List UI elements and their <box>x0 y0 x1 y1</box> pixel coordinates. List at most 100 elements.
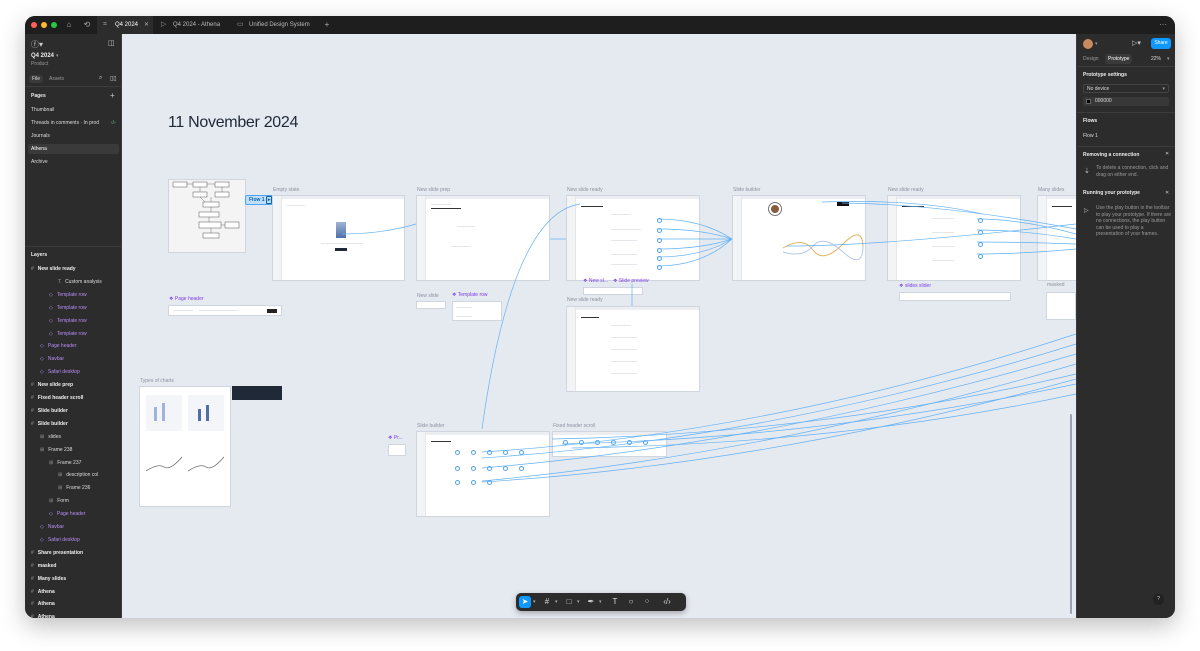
play-icon[interactable]: ▸ <box>265 196 273 204</box>
chevron-down-icon[interactable]: ▾ <box>555 599 558 605</box>
chevron-down-icon[interactable]: ▾ <box>1095 41 1098 47</box>
share-button[interactable]: Share <box>1151 38 1171 49</box>
page-header-component-label[interactable]: ❖ Page header <box>169 296 204 302</box>
close-icon[interactable]: ✕ <box>1165 190 1170 196</box>
pr-component-label[interactable]: ❖ Pr... <box>388 435 403 441</box>
close-window-button[interactable] <box>31 22 37 28</box>
slide-preview-component[interactable] <box>583 287 643 295</box>
layer-item[interactable]: ◇Safari desktop <box>40 536 80 543</box>
layer-item[interactable]: ◇Safari desktop <box>40 369 80 376</box>
layer-item[interactable]: ◇Page header <box>49 511 86 518</box>
text-tool-icon[interactable]: T <box>612 597 618 606</box>
vertical-scrollbar[interactable] <box>1070 414 1072 614</box>
chevron-down-icon[interactable]: ▾ <box>56 53 59 59</box>
tab-q4-2024[interactable]: ⌗ Q4 2024 ✕ <box>97 16 153 34</box>
layer-item[interactable]: ◇Navbar <box>40 524 64 530</box>
layer-item[interactable]: ⊞description col <box>58 472 99 479</box>
help-button[interactable]: ? <box>1153 594 1164 605</box>
home-icon[interactable]: ⌂ <box>66 20 72 29</box>
library-icon[interactable]: ▯▯ <box>110 76 117 82</box>
tab-q4-2024-athena[interactable]: ▷ Q4 2024 - Athena <box>155 16 229 34</box>
close-tab-icon[interactable]: ✕ <box>143 22 149 28</box>
layer-item[interactable]: #masked <box>31 562 57 569</box>
move-tool-icon[interactable]: ➤ <box>519 596 531 608</box>
device-select[interactable]: No device ▾ <box>1083 84 1169 93</box>
layer-item[interactable]: ◇Template row <box>49 317 87 324</box>
tab-design[interactable]: Design <box>1083 56 1099 62</box>
layer-item[interactable]: #Slide builder <box>31 407 68 414</box>
tab-unified-design-system[interactable]: ▭ Unified Design System <box>231 16 319 34</box>
actions-tool-icon[interactable]: ⁘ <box>643 597 651 606</box>
flow-item[interactable]: Flow 1 <box>1083 133 1098 139</box>
layer-item[interactable]: #New slide ready <box>31 266 76 272</box>
layer-item[interactable]: #New slide prep <box>31 382 74 389</box>
rectangle-tool-icon[interactable]: □ <box>566 597 572 606</box>
layer-item[interactable]: #Athena <box>31 614 55 618</box>
close-icon[interactable]: ✕ <box>1165 151 1170 157</box>
pr-component[interactable] <box>388 444 406 456</box>
tab-prototype[interactable]: Prototype <box>1105 54 1133 64</box>
more-icon[interactable]: ··· <box>1159 20 1167 29</box>
layer-item[interactable]: #Athena <box>31 588 55 595</box>
dev-mode-icon[interactable]: ‹/› <box>663 597 671 606</box>
layer-item[interactable]: ◇Template row <box>49 304 87 311</box>
layer-item[interactable]: #Athena <box>31 601 55 608</box>
layer-item[interactable]: #Share presentation <box>31 549 84 556</box>
search-icon[interactable]: ⌕ <box>99 75 103 81</box>
page-item-athena[interactable]: Athena <box>28 144 119 154</box>
frame-slide-builder-2[interactable] <box>416 431 550 517</box>
frame-many-slides[interactable] <box>1037 195 1076 281</box>
layer-item[interactable]: #Many slides <box>31 575 67 582</box>
dark-tooltip-component[interactable] <box>232 386 282 400</box>
layer-item[interactable]: #Slide builder <box>31 420 68 427</box>
layer-item[interactable]: #Fixed header scroll <box>31 395 84 401</box>
frame-types-of-charts[interactable] <box>139 386 231 507</box>
new-sl-component-label[interactable]: ❖ New sl... <box>583 278 609 284</box>
chevron-down-icon[interactable]: ▾ <box>577 599 580 605</box>
frame-new-slide-ready[interactable] <box>566 195 700 281</box>
page-item-journals[interactable]: Journals <box>31 133 50 139</box>
frame-new-slide-ready-3[interactable] <box>566 306 700 392</box>
tab-assets[interactable]: Assets <box>49 76 65 82</box>
page-item-thumbnail[interactable]: Thumbnail <box>31 107 55 113</box>
layer-item[interactable]: ◇Template row <box>49 330 87 337</box>
slides-slider-component[interactable] <box>899 292 1011 301</box>
template-row-component[interactable] <box>452 301 502 321</box>
frame-empty-state[interactable] <box>272 195 405 281</box>
frame-masked[interactable] <box>1046 292 1076 320</box>
comment-tool-icon[interactable]: ○ <box>628 597 634 606</box>
frame-slide-builder[interactable] <box>732 195 866 281</box>
layer-item[interactable]: ⊞slides <box>40 433 61 440</box>
zoom-level[interactable]: 22% <box>1151 56 1162 62</box>
chevron-down-icon[interactable]: ▾ <box>1167 56 1170 62</box>
file-name[interactable]: Q4 2024 <box>31 53 55 59</box>
layer-item[interactable]: ⊞Form <box>49 498 69 505</box>
minimize-window-button[interactable] <box>41 22 47 28</box>
chevron-down-icon[interactable]: ▾ <box>599 599 602 605</box>
pen-tool-icon[interactable]: ✒ <box>587 597 595 606</box>
layer-item[interactable]: ⊞Frame 236 <box>58 485 91 492</box>
page-header-component[interactable] <box>168 305 282 316</box>
add-page-icon[interactable]: + <box>110 91 115 100</box>
toggle-sidebar-icon[interactable]: ◫ <box>108 40 115 47</box>
frame-tool-icon[interactable]: # <box>544 597 550 606</box>
add-tab-button[interactable]: + <box>324 20 330 29</box>
drafts-icon[interactable]: ⟲ <box>83 20 91 29</box>
layer-item[interactable]: ◇Template row <box>49 291 87 298</box>
page-item-threads[interactable]: Threads in comments · In prod <box>31 120 100 126</box>
avatar[interactable] <box>1083 39 1093 49</box>
flow-diagram-thumbnail[interactable] <box>168 179 246 253</box>
frame-fixed-header-scroll[interactable] <box>552 431 667 457</box>
slide-preview-component-label[interactable]: ❖ Slide preview <box>613 278 649 284</box>
layer-item[interactable]: ◇Navbar <box>40 356 64 363</box>
chevron-down-icon[interactable]: ▾ <box>533 599 536 605</box>
page-item-archive[interactable]: Archive <box>31 159 48 165</box>
canvas[interactable]: 11 November 2024 Flow 1 ▸ ❖ Page header <box>122 34 1076 618</box>
background-color-field[interactable]: 000000 <box>1083 97 1169 106</box>
frame-new-slide-ready-2[interactable] <box>887 195 1021 281</box>
tab-file[interactable]: File <box>29 75 44 83</box>
layer-item[interactable]: ⊞Frame 237 <box>49 459 82 466</box>
zoom-window-button[interactable] <box>51 22 57 28</box>
main-menu-icon[interactable]: ⓕ▾ <box>31 40 44 49</box>
